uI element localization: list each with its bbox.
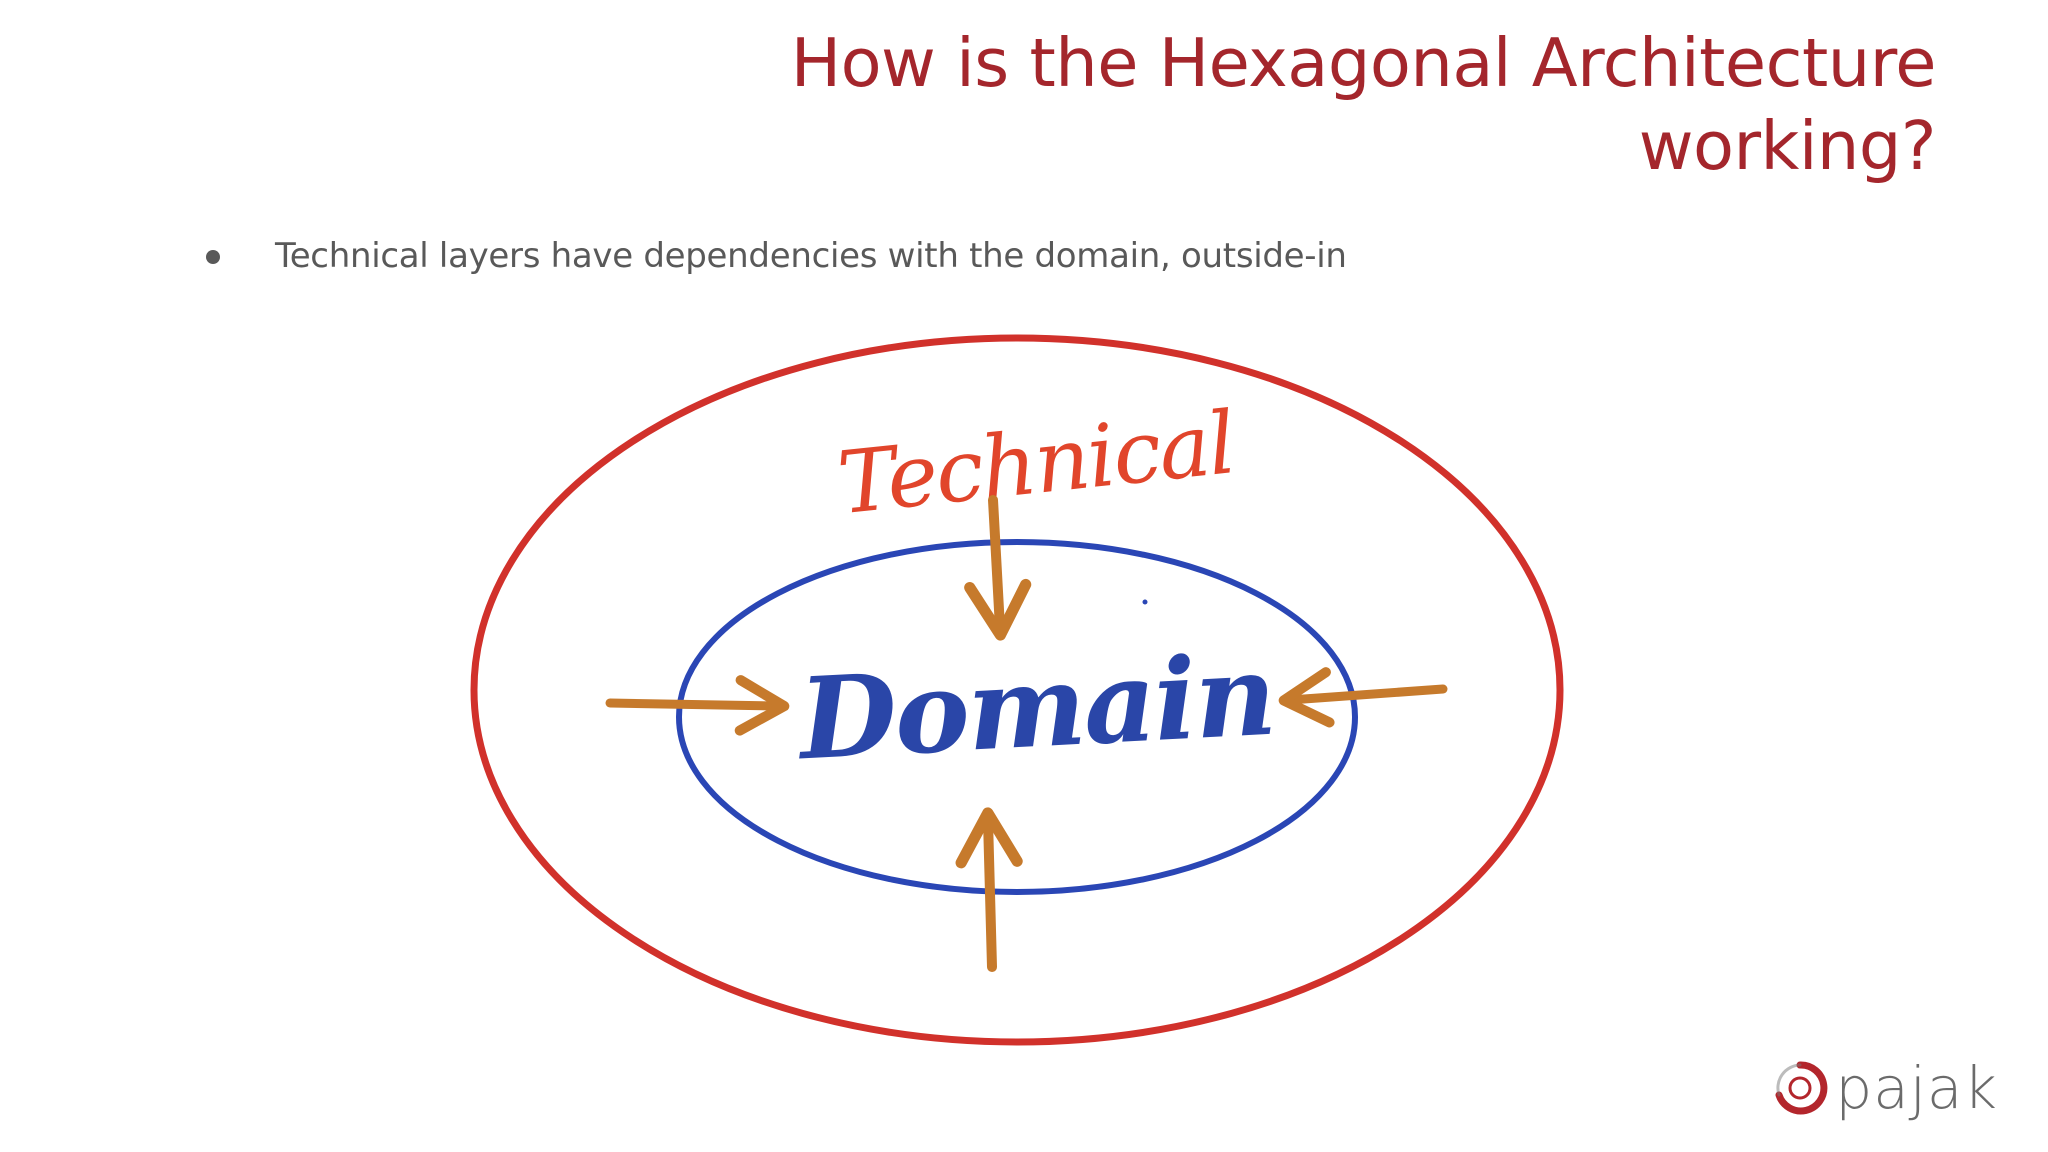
arrow-left <box>605 675 790 736</box>
bullet-item: Technical layers have dependencies with … <box>200 232 1347 280</box>
outer-technical-ring <box>470 334 1564 1046</box>
slide-title: How is the Hexagonal Architecture workin… <box>536 22 1937 188</box>
arrow-top <box>964 495 1032 641</box>
bullet-dot-icon <box>206 250 220 264</box>
pajak-logo-mark-icon <box>1775 1061 1828 1115</box>
bullet-list: Technical layers have dependencies with … <box>200 232 1347 280</box>
title-line-1: How is the Hexagonal Architecture <box>790 24 1937 102</box>
title-line-2: working? <box>1638 107 1937 185</box>
arrow-right <box>1278 667 1448 728</box>
inner-domain-ring <box>676 539 1358 895</box>
arrow-bottom <box>955 807 1023 972</box>
ink-dot <box>1142 599 1148 605</box>
domain-label: Domain <box>793 630 1277 786</box>
pajak-logo-text: pajak <box>1835 1054 1998 1122</box>
technical-label: Technical <box>833 393 1238 534</box>
pajak-logo: pajak <box>1771 1058 1998 1118</box>
bullet-text: Technical layers have dependencies with … <box>275 236 1347 276</box>
